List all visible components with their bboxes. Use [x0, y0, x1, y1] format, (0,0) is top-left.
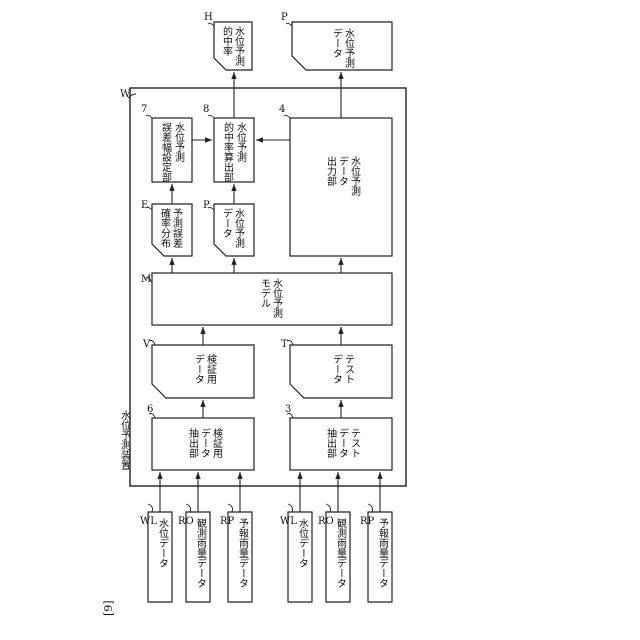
svg-text:出力部: 出力部	[325, 155, 337, 187]
svg-text:水位予測: 水位予測	[235, 122, 247, 163]
input-water-level-2: 水位データ WL	[280, 504, 312, 602]
svg-text:水位予測: 水位予測	[233, 208, 245, 249]
svg-text:水位予測: 水位予測	[233, 26, 245, 67]
validation-data-document: 検証用 データ V	[142, 339, 254, 398]
svg-text:RO: RO	[318, 516, 334, 527]
svg-text:確率分布: 確率分布	[159, 207, 171, 249]
device-ref: W	[120, 89, 131, 100]
svg-text:WL: WL	[140, 516, 157, 527]
svg-text:水位予測: 水位予測	[271, 278, 283, 319]
figure-label: [9]	[102, 600, 115, 616]
water-level-prediction-model: 水位予測 モデル M	[141, 273, 392, 325]
svg-text:データ: データ	[337, 155, 349, 186]
test-data-document: テスト データ T	[281, 339, 392, 398]
svg-text:データ: データ	[199, 427, 211, 458]
svg-text:観測雨量データ: 観測雨量データ	[195, 517, 207, 588]
svg-text:データ: データ	[193, 353, 205, 384]
svg-text:予報雨量データ: 予報雨量データ	[237, 518, 249, 588]
svg-text:水位予測: 水位予測	[349, 156, 361, 197]
svg-text:7: 7	[141, 104, 147, 115]
input-observed-rain-2: 観測雨量データ RO	[318, 504, 350, 602]
svg-text:P: P	[281, 12, 288, 23]
prediction-data-inner: 水位予測 データ P	[203, 200, 254, 256]
svg-text:検証用: 検証用	[211, 427, 223, 459]
error-width-setting-unit: 水位予測 誤差幅設定部 7	[141, 104, 192, 183]
hit-rate-calculation-unit: 水位予測 的中率算出部 8	[203, 104, 254, 183]
svg-text:水位予測: 水位予測	[173, 122, 185, 163]
svg-text:テスト: テスト	[349, 428, 360, 458]
svg-text:テスト: テスト	[343, 354, 354, 384]
svg-text:データ: データ	[331, 353, 343, 384]
svg-text:データ: データ	[331, 27, 343, 58]
svg-text:抽出部: 抽出部	[325, 427, 337, 459]
svg-text:H: H	[204, 12, 213, 23]
prediction-data-output-document: 水位予測 データ P	[281, 12, 392, 70]
input-observed-rain-1: 観測雨量データ RO	[178, 504, 210, 602]
svg-text:予報雨量データ: 予報雨量データ	[377, 518, 389, 588]
svg-text:モデル: モデル	[259, 278, 271, 308]
device-name: 水位予測装置	[119, 410, 131, 470]
svg-text:4: 4	[279, 104, 285, 115]
prediction-error-distribution: 予測誤差 確率分布 E	[141, 200, 192, 256]
svg-text:RO: RO	[178, 516, 194, 527]
svg-text:誤差幅設定部: 誤差幅設定部	[160, 121, 172, 183]
svg-text:P: P	[203, 200, 210, 211]
svg-text:E: E	[141, 200, 148, 211]
svg-text:WL: WL	[280, 516, 297, 527]
input-forecast-rain-2: 予報雨量データ RP	[360, 504, 392, 602]
svg-text:観測雨量データ: 観測雨量データ	[335, 517, 347, 588]
svg-text:8: 8	[203, 104, 209, 115]
svg-text:水位予測: 水位予測	[343, 28, 355, 69]
svg-text:データ: データ	[221, 207, 233, 238]
prediction-data-output-unit: 水位予測 データ 出力部 4	[279, 104, 392, 256]
svg-text:水位データ: 水位データ	[157, 518, 169, 568]
svg-text:的中率: 的中率	[221, 25, 233, 57]
test-data-extraction-unit: テスト データ 抽出部 3	[285, 404, 392, 470]
svg-text:RP: RP	[220, 516, 235, 527]
svg-text:水位データ: 水位データ	[297, 518, 309, 568]
svg-text:抽出部: 抽出部	[187, 427, 199, 459]
svg-text:的中率算出部: 的中率算出部	[222, 121, 234, 183]
validation-data-extraction-unit: 検証用 データ 抽出部 6	[147, 404, 254, 470]
input-water-level-1: 水位データ WL	[140, 504, 172, 602]
input-forecast-rain-1: 予報雨量データ RP	[220, 504, 252, 602]
svg-text:検証用: 検証用	[205, 353, 217, 385]
svg-text:予測誤差: 予測誤差	[171, 208, 183, 248]
svg-text:データ: データ	[337, 427, 349, 458]
hit-rate-output-document: 水位予測 的中率 H	[204, 12, 252, 70]
svg-text:RP: RP	[360, 516, 375, 527]
